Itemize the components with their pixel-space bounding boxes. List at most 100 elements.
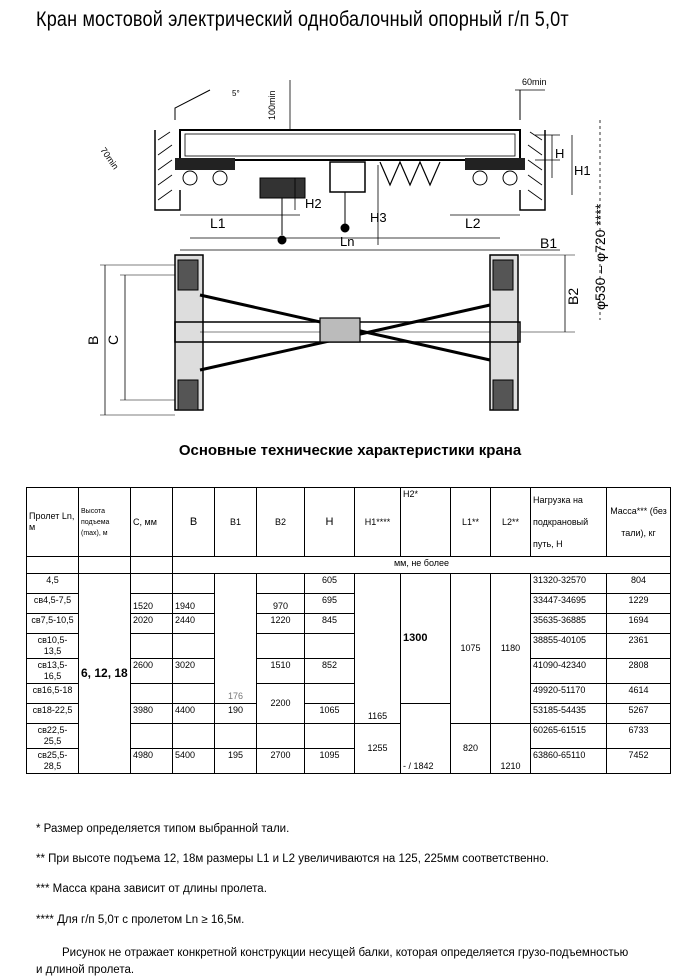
load-cell: 53185-54435 [530,703,607,724]
load-cell: 41090-42340 [530,658,607,684]
left-support [154,130,181,211]
col-h: Н [304,487,355,557]
b-cell: 2440 [172,613,215,634]
col-b: В [172,487,215,557]
h-cell: 605 [304,573,355,594]
h-cell: 852 [304,658,355,684]
mass-cell: 2361 [606,633,671,659]
table-row: св18-22,5 3980 4400 190 1065 - / 1842 53… [26,703,671,774]
dim-H3: H3 [370,210,387,225]
dim-100min: 100min [267,90,277,120]
footnote-2: ** При высоте подъема 12, 18м размеры L1… [36,853,549,865]
load-cell: 49920-51170 [530,683,607,704]
b-cell: 5400 [172,748,215,774]
col-c: С, мм [130,487,173,557]
dim-L2: L2 [465,215,481,231]
dim-Ln: Ln [340,234,354,249]
col-b2: В2 [256,487,305,557]
spec-table: Пролет Ln, м Высота подъема (max), м С, … [26,487,671,774]
mass-cell: 4614 [606,683,671,704]
l1-cell: 820 [450,723,491,774]
mass-cell: 1694 [606,613,671,634]
h-cell [304,633,355,659]
h-cell [304,683,355,704]
footnote-4: **** Для г/п 5,0т с пролетом Ln ≥ 16,5м. [36,914,245,926]
b2-cell: 2700 [256,748,305,774]
span-cell: св13,5-16,5 [26,658,79,684]
load-cell: 63860-65110 [530,748,607,774]
crane-drawing: 100min 5° 70min 60min H H1 H2 H3 L1 L2 L… [60,60,660,435]
dim-70min: 70min [98,145,120,171]
dim-degree: 5° [232,89,240,98]
col-mass: Масса*** (без тали), кг [606,487,671,557]
dim-B2: B2 [565,288,581,305]
h2-cell-0: 1300 [400,573,451,704]
b2-cell: 970 [256,593,305,614]
header-row: Пролет Ln, м Высота подъема (max), м С, … [26,487,671,557]
dim-L1: L1 [210,215,226,231]
col-h1: Н1**** [354,487,401,557]
col-h2: Н2* [400,487,451,557]
span-cell: св18-22,5 [26,703,79,724]
table-row: св4,5-7,5 1520 1940 970 695 33447-34695 … [26,593,671,614]
h-cell: 845 [304,613,355,634]
h1-cell-0: 1165 [354,573,401,724]
dim-B: B [85,336,101,345]
span-cell: св4,5-7,5 [26,593,79,614]
col-b1: В1 [214,487,257,557]
l2-cell-0: 1180 [490,573,531,724]
dimension-lines [180,80,573,251]
col-l1: L1** [450,487,491,557]
mass-cell: 7452 [606,748,671,774]
crane-drawing-svg: 100min 5° 70min 60min H H1 H2 H3 L1 L2 L… [85,77,608,416]
mass-cell: 5267 [606,703,671,724]
b2-cell: 1220 [256,613,305,634]
h-cell: 695 [304,593,355,614]
load-cell: 35635-36885 [530,613,607,634]
end-carriage-left [175,158,235,186]
load-cell: 38855-40105 [530,633,607,659]
lift-cell: 6, 12, 18 [78,573,131,774]
span-cell: св10,5-13,5 [26,633,79,659]
footnote-1: * Размер определяется типом выбранной та… [36,823,290,835]
load-cell: 60265-61515 [530,723,607,749]
roof-line [174,89,521,120]
l1-cell-0: 1075 [450,573,491,724]
figure-note: Рисунок не отражает конкретной конструкц… [36,947,629,976]
h-cell: 1095 [304,748,355,774]
footnote-3: *** Масса крана зависит от длины пролета… [36,883,267,895]
units-row: мм, не более [26,556,671,574]
h2-cell-1: - / 1842 [400,703,451,774]
span-cell: св16,5-18 [26,683,79,704]
table-row: св16,5-18 2200 49920-51170 4614 [26,683,671,724]
table-caption: Основные технические характеристики кран… [178,442,522,459]
b1-cell: 195 [214,748,257,774]
table-row: св7,5-10,5 2020 2440 1220 845 35635-3688… [26,613,671,634]
h-cell: 1065 [304,703,355,724]
dim-B1: B1 [540,235,557,251]
b-cell: 1940 [172,593,215,614]
mass-cell: 804 [606,573,671,594]
dim-C: C [105,335,121,345]
span-cell: 4,5 [26,573,79,594]
c-cell: 1520 [130,593,173,614]
col-l2: L2** [490,487,531,557]
span-cell: св7,5-10,5 [26,613,79,634]
mass-cell: 2808 [606,658,671,684]
festoon-cables [379,160,441,187]
c-cell: 4980 [130,748,173,774]
b-cell: 4400 [172,703,215,724]
table-row: 4,5 6, 12, 18 176 605 1165 1300 1075 118… [26,573,671,774]
b2-cell: 2200 [256,683,305,724]
b-cell: 3020 [172,658,215,684]
c-cell: 2600 [130,658,173,684]
dim-H: H [555,146,564,161]
dim-H1: H1 [574,163,591,178]
col-span: Пролет Ln, м [26,487,79,557]
end-carriage-right [465,158,525,186]
l2-cell: 1210 [490,723,531,774]
b1-cell: 190 [214,703,257,724]
plan-view [100,120,601,416]
mass-cell: 1229 [606,593,671,614]
table-row: св25,5-28,5 4980 5400 195 2700 1095 6386… [26,748,671,774]
